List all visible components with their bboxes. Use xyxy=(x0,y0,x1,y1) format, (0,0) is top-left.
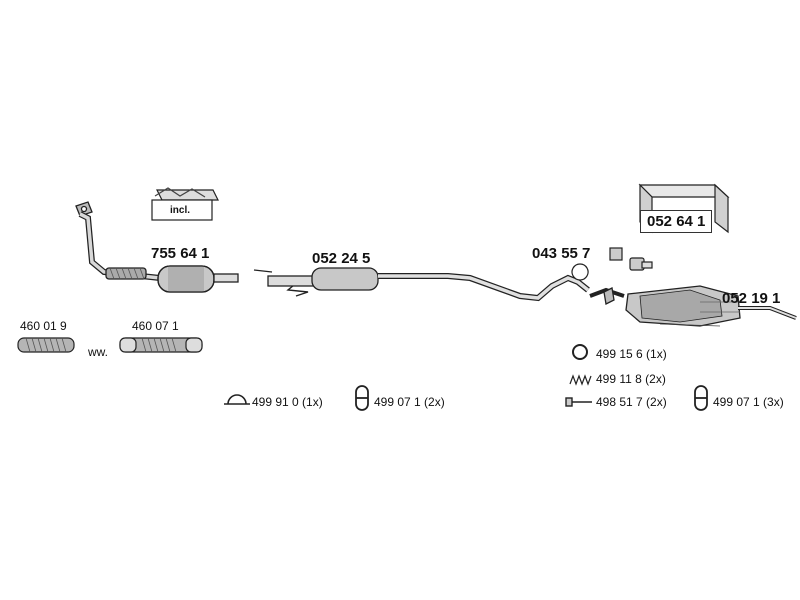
downpipe-assembly xyxy=(75,201,239,293)
flex-pipe-a-part-number: 460 01 9 xyxy=(20,319,67,333)
clamp-icon xyxy=(224,394,250,405)
flex-pipe-460019 xyxy=(17,337,75,353)
hanger-b-part-number: 499 07 1 (3x) xyxy=(713,395,784,409)
flange-part-number: 043 55 7 xyxy=(532,245,591,262)
box-left-label: incl. xyxy=(170,205,191,216)
mounting-kit-box-left xyxy=(151,187,219,221)
box-right-part-number: 052 64 1 xyxy=(640,210,713,233)
middle-pipe-part-number: 052 24 5 xyxy=(312,250,371,267)
flex-pipe-b-part-number: 460 07 1 xyxy=(132,319,179,333)
rubber-hanger-icon-b xyxy=(694,385,708,411)
clamp-part-number: 499 91 0 (1x) xyxy=(252,395,323,409)
rear-silencer-part-number: 052 19 1 xyxy=(722,290,781,307)
hanger-a-part-number: 499 07 1 (2x) xyxy=(374,395,445,409)
spring-icon xyxy=(569,374,592,386)
ring-icon xyxy=(572,344,588,360)
flange-hardware xyxy=(571,247,653,281)
ww-label: ww. xyxy=(88,345,109,359)
spring-part-number: 499 11 8 (2x) xyxy=(596,372,666,386)
downpipe-part-number: 755 64 1 xyxy=(151,245,210,262)
middle-pipe-assembly xyxy=(253,267,590,302)
ring-part-number: 499 15 6 (1x) xyxy=(596,347,667,361)
bolt-part-number: 498 51 7 (2x) xyxy=(596,395,667,409)
bolt-icon xyxy=(565,397,592,407)
flex-pipe-460071 xyxy=(119,337,203,353)
rubber-hanger-icon-a xyxy=(355,385,369,411)
rear-silencer-assembly xyxy=(589,285,797,327)
